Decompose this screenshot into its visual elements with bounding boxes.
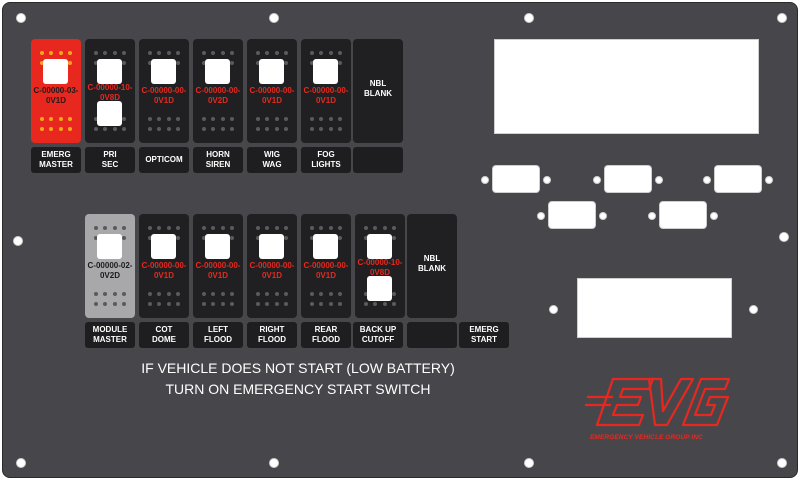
mounting-hole — [13, 236, 23, 246]
rocker-switch[interactable]: C-00000-03- 0V1D — [31, 39, 81, 143]
connector-screw-hole — [648, 212, 656, 220]
legend-label: BACK UP CUTOFF — [353, 322, 403, 348]
legend-label: HORN SIREN — [193, 147, 243, 173]
cutout-screw-hole — [549, 305, 558, 314]
mounting-hole — [16, 458, 26, 468]
connector-screw-hole — [599, 212, 607, 220]
legend-label: FOG LIGHTS — [301, 147, 351, 173]
connector-screw-hole — [703, 176, 711, 184]
switch-window — [313, 59, 338, 84]
mounting-hole — [524, 458, 534, 468]
part-number: C-00000-03- 0V1D — [33, 86, 79, 105]
switch-window — [97, 101, 122, 126]
rocker-switch[interactable]: C-00000-00- 0V1D — [193, 214, 243, 318]
legend-label — [407, 322, 457, 348]
connector-cutout — [492, 165, 540, 193]
led-dots — [253, 117, 291, 131]
evg-logo — [585, 377, 731, 427]
connector-screw-hole — [537, 212, 545, 220]
nbl-blank-plate: NBL BLANK — [353, 39, 403, 143]
rocker-switch[interactable]: C-00000-10- 0V8D — [355, 214, 405, 318]
led-dots — [253, 292, 291, 306]
rocker-switch[interactable]: C-00000-02- 0V2D — [85, 214, 135, 318]
led-dots — [37, 117, 75, 131]
gauge-cutout — [577, 278, 732, 338]
switch-window — [205, 59, 230, 84]
switch-window — [97, 59, 122, 84]
mounting-hole — [777, 13, 787, 23]
rocker-switch[interactable]: C-00000-00- 0V1D — [139, 214, 189, 318]
legend-label: OPTICOM — [139, 147, 189, 173]
mounting-hole — [779, 232, 789, 242]
connector-screw-hole — [543, 176, 551, 184]
switch-window — [151, 59, 176, 84]
notice-line-1: IF VEHICLE DOES NOT START (LOW BATTERY) — [141, 360, 455, 376]
legend-label: WIG WAG — [247, 147, 297, 173]
connector-cutout — [604, 165, 652, 193]
rocker-switch[interactable]: C-00000-00- 0V1D — [139, 39, 189, 143]
switch-window — [313, 234, 338, 259]
connector-screw-hole — [765, 176, 773, 184]
connector-screw-hole — [655, 176, 663, 184]
mounting-hole — [777, 458, 787, 468]
connector-screw-hole — [710, 212, 718, 220]
part-number: C-00000-00- 0V1D — [195, 261, 241, 280]
part-number: C-00000-00- 0V1D — [303, 86, 349, 105]
part-number: C-00000-00- 0V2D — [195, 86, 241, 105]
rocker-switch[interactable]: C-00000-00- 0V1D — [301, 214, 351, 318]
rocker-switch[interactable]: C-00000-00- 0V1D — [301, 39, 351, 143]
legend-label: EMERG START — [459, 322, 509, 348]
rocker-switch[interactable]: C-00000-00- 0V1D — [247, 39, 297, 143]
part-number: C-00000-00- 0V1D — [141, 86, 187, 105]
mounting-hole — [269, 13, 279, 23]
switch-window — [97, 234, 122, 259]
legend-label: COT DOME — [139, 322, 189, 348]
legend-label: LEFT FLOOD — [193, 322, 243, 348]
switch-window — [205, 234, 230, 259]
led-dots — [145, 292, 183, 306]
switch-window — [151, 234, 176, 259]
switch-window — [259, 59, 284, 84]
rocker-switch[interactable]: C-00000-00- 0V1D — [247, 214, 297, 318]
connector-cutout — [659, 201, 707, 229]
led-dots — [199, 292, 237, 306]
led-dots — [91, 292, 129, 306]
logo-tagline: EMERGENCY VEHICLE GROUP INC — [590, 434, 703, 441]
led-dots — [307, 292, 345, 306]
rocker-switch[interactable]: C-00000-00- 0V2D — [193, 39, 243, 143]
rocker-switch[interactable]: C-00000-10- 0V8D — [85, 39, 135, 143]
legend-label: PRI SEC — [85, 147, 135, 173]
part-number: C-00000-00- 0V1D — [249, 261, 295, 280]
part-number: C-00000-02- 0V2D — [87, 261, 133, 280]
notice-line-2: TURN ON EMERGENCY START SWITCH — [165, 381, 431, 397]
switch-window — [43, 59, 68, 84]
legend-label: EMERG MASTER — [31, 147, 81, 173]
switch-window — [367, 276, 392, 301]
connector-cutout — [714, 165, 762, 193]
part-number: C-00000-10- 0V8D — [87, 83, 133, 102]
switch-window — [367, 234, 392, 259]
mounting-hole — [269, 458, 279, 468]
legend-label: REAR FLOOD — [301, 322, 351, 348]
legend-label — [353, 147, 403, 173]
cutout-screw-hole — [749, 305, 758, 314]
led-dots — [199, 117, 237, 131]
legend-label: MODULE MASTER — [85, 322, 135, 348]
nbl-blank-plate: NBL BLANK — [407, 214, 457, 318]
led-dots — [307, 117, 345, 131]
part-number: C-00000-00- 0V1D — [141, 261, 187, 280]
legend-label: RIGHT FLOOD — [247, 322, 297, 348]
connector-cutout — [548, 201, 596, 229]
switch-window — [259, 234, 284, 259]
part-number: C-00000-10- 0V8D — [357, 258, 403, 277]
mounting-hole — [524, 13, 534, 23]
part-number: C-00000-00- 0V1D — [249, 86, 295, 105]
mounting-hole — [16, 13, 26, 23]
display-cutout — [494, 39, 759, 134]
led-dots — [145, 117, 183, 131]
connector-screw-hole — [593, 176, 601, 184]
part-number: C-00000-00- 0V1D — [303, 261, 349, 280]
connector-screw-hole — [481, 176, 489, 184]
